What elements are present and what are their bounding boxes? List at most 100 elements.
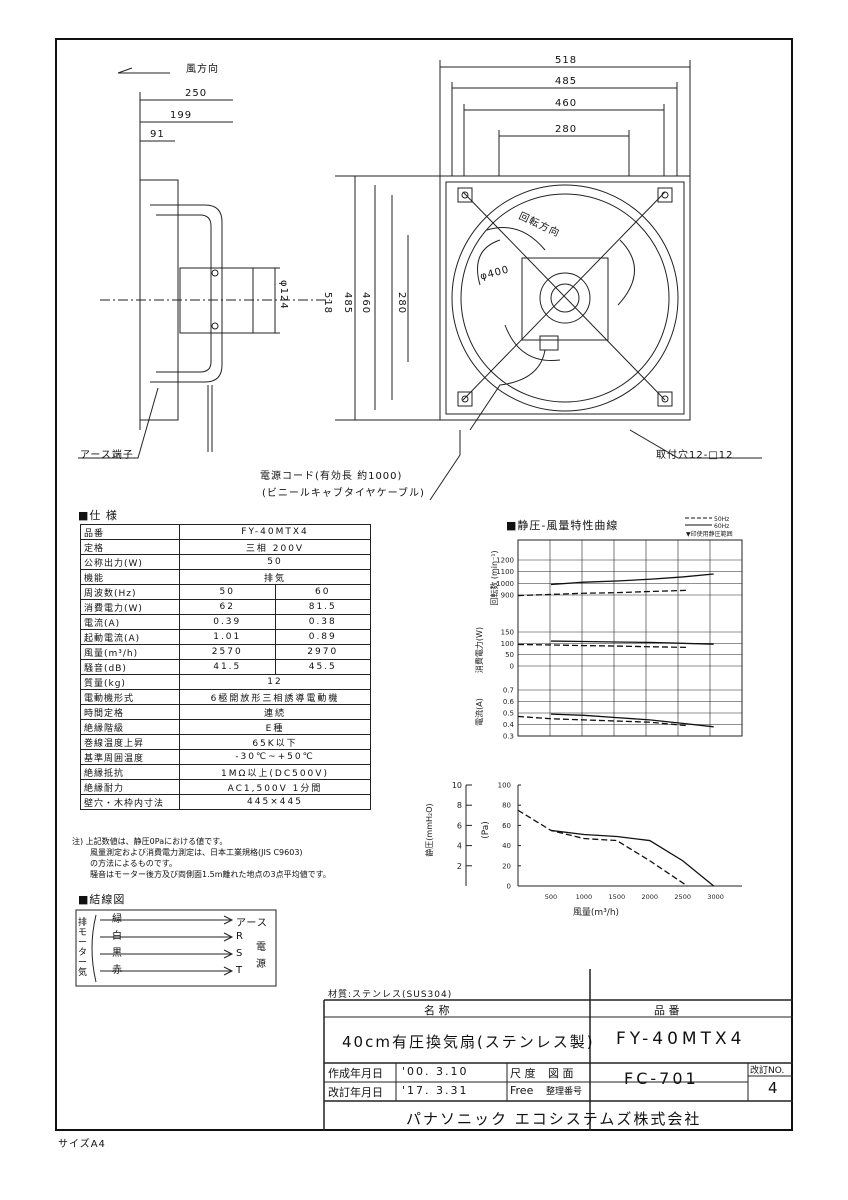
tick-label: 0	[510, 663, 514, 671]
drawing-frame	[55, 38, 793, 1131]
axis-label-x: 風量(m³/h)	[573, 907, 619, 918]
dim-250: 250	[185, 88, 208, 99]
power-label-1: 電	[256, 942, 267, 953]
title-block: 名 称 品 番 40cm有圧換気扇(ステンレス製) FY-40MTX4 作成年月…	[324, 969, 793, 1131]
axis-label-current: 電流(A)	[474, 698, 484, 726]
created-date: '00. 3.10	[402, 1065, 469, 1078]
side-char: 排	[78, 918, 88, 928]
tick-x: 2000	[641, 893, 658, 901]
legend-60hz: 60Hz	[714, 523, 729, 530]
tick-pa: 80	[502, 802, 511, 810]
tick-label: 100	[501, 640, 514, 648]
chart-title: ■静圧-風量特性曲線	[506, 519, 619, 532]
wire-red: 赤	[112, 965, 123, 976]
axis-label-rpm: 回転数 (min⁻¹)	[489, 550, 499, 605]
series-power-50Hz	[517, 643, 688, 649]
fan-blade	[486, 227, 546, 251]
note-line: 注) 上記数値は、静圧0Paにおける値です。	[72, 837, 228, 846]
tick-label: 0.5	[503, 710, 514, 718]
hole-leader	[629, 429, 762, 459]
revision-number: 4	[768, 1079, 778, 1097]
axis-label-power: 消費電力(W)	[474, 627, 484, 673]
spec-row: 定格三相 200V	[80, 539, 371, 555]
tick-mm: 6	[457, 821, 462, 830]
tick-label: 0.4	[503, 721, 515, 729]
tick-pa: 20	[502, 862, 511, 870]
product-name: 40cm有圧換気扇(ステンレス製)	[342, 1033, 595, 1051]
created-label: 作成年月日	[328, 1067, 383, 1080]
dim-left-460: 460	[360, 292, 371, 315]
tick-label: 150	[501, 629, 514, 637]
spec-notes: 注) 上記数値は、静圧0Paにおける値です。 風量測定および消費電力測定は、日本…	[72, 836, 331, 880]
dim-top-460: 460	[555, 98, 578, 109]
wind-arrow	[117, 67, 170, 74]
tick-label: 1200	[496, 557, 514, 565]
side-char: 気	[78, 968, 88, 978]
tick-label: 900	[501, 592, 514, 600]
phase-r: R	[236, 931, 244, 942]
dim-left-485: 485	[342, 292, 353, 315]
drawing-label: 図 面	[548, 1067, 574, 1080]
tick-x: 3000	[707, 893, 724, 901]
note-line: 風量測定および消費電力測定は、日本工業規格(JIS C9603)	[90, 848, 303, 857]
side-char: モ	[78, 928, 88, 938]
spec-key: 壁穴・木枠内寸法	[80, 794, 180, 810]
series-current-60Hz	[550, 713, 714, 728]
dim-91: 91	[150, 129, 165, 140]
series-rpm-50Hz	[517, 589, 688, 597]
dim-199: 199	[170, 110, 193, 121]
phase-t: T	[236, 965, 244, 976]
note-line: の方法によるものです。	[90, 859, 177, 868]
earth-leader	[78, 387, 159, 459]
dim-top-280: 280	[555, 124, 578, 135]
wiring-heading: ■結線図	[78, 893, 126, 906]
tick-x: 500	[545, 893, 557, 901]
dim-top-485: 485	[555, 76, 578, 87]
legend-range: ▼印使用静圧範囲	[686, 530, 733, 538]
spec-heading: ■仕 様	[78, 509, 118, 522]
diameter-124: φ124	[278, 280, 289, 310]
front-stays	[462, 191, 666, 401]
tick-pa: 0	[507, 883, 511, 891]
revised-label: 改訂年月日	[328, 1086, 383, 1099]
wind-direction-label: 風方向	[186, 64, 219, 75]
revised-date: '17. 3.31	[402, 1084, 469, 1097]
front-cord	[469, 349, 546, 431]
side-guard	[150, 204, 223, 383]
tick-label: 0.3	[503, 733, 514, 741]
tick-x: 2500	[674, 893, 691, 901]
dim-left-280: 280	[396, 292, 407, 315]
scale-value: Free	[510, 1084, 534, 1097]
series-rpm-60Hz	[550, 573, 714, 586]
power-label-2: 源	[256, 959, 267, 970]
legend-50hz: 50Hz	[714, 516, 729, 523]
power-cord-label-1: 電源コード(有効長 約1000)	[260, 471, 403, 482]
drawing-number: FC-701	[624, 1069, 699, 1088]
earth-label: アース	[236, 918, 268, 929]
tick-mm: 4	[457, 842, 462, 851]
side-char: ー	[78, 958, 88, 968]
tick-label: 0.7	[503, 687, 514, 695]
power-cord-label-2: (ビニールキャブタイヤケーブル)	[262, 488, 425, 499]
wiring-side-label: 排 モ ー タ ー 気	[78, 918, 88, 978]
earth-terminal-label: アース端子	[80, 450, 134, 461]
wire-green: 緑	[112, 914, 123, 925]
number-header: 品 番	[654, 1004, 680, 1017]
series-current-50Hz	[517, 715, 688, 727]
company-name: パナソニック エコシステムズ株式会社	[406, 1110, 702, 1128]
scale-label: 尺 度	[510, 1067, 536, 1080]
tick-pa: 60	[502, 822, 511, 830]
wire-black: 黒	[112, 948, 123, 959]
tick-x: 1500	[609, 893, 626, 901]
product-model: FY-40MTX4	[616, 1029, 746, 1049]
name-header: 名 称	[424, 1004, 450, 1017]
spec-row: 基準周囲温度-30℃~+50℃	[80, 749, 371, 765]
series-pressure-50Hz	[517, 809, 688, 887]
